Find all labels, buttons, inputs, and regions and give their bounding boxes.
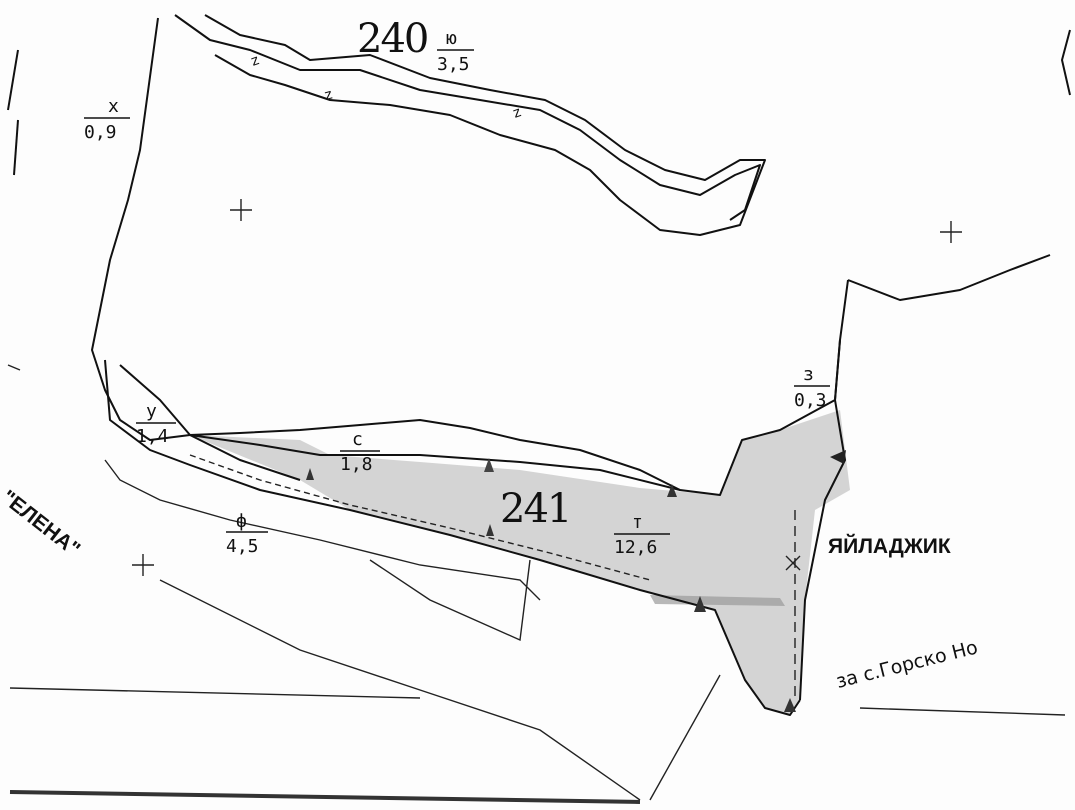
- stream-mark-2: z: [323, 87, 334, 104]
- road-label: за с.Горско Но: [834, 636, 980, 692]
- road-dashed-center: [189, 454, 651, 581]
- boundary-east: [799, 339, 846, 701]
- arrow-mark: [830, 450, 846, 464]
- tree-mark-4: [667, 484, 677, 497]
- subparcel-z-code: з: [803, 364, 814, 385]
- parcel-241-dark-streak: [650, 595, 785, 606]
- grid-cross-1: [230, 199, 252, 221]
- subparcel-t-code: т: [632, 512, 643, 533]
- parcel-241-shaded-area: [190, 410, 850, 715]
- line-southwest-c: [369, 559, 531, 642]
- tree-mark-1: [306, 468, 314, 480]
- tree-mark-6: [784, 698, 796, 712]
- road-south-edge: [104, 359, 801, 716]
- tree-mark-2: [484, 458, 494, 472]
- grid-cross-2: [940, 221, 962, 243]
- boundary-241-north: [189, 279, 849, 496]
- subparcel-u-code: у: [146, 401, 157, 422]
- edge-mark-topright: [1061, 29, 1071, 96]
- parcel-240-sub-code: ю: [446, 28, 457, 49]
- subparcel-c-area: 1,8: [340, 454, 373, 475]
- boundary-northeast: [847, 254, 1051, 301]
- stream-north-lower: [204, 14, 766, 236]
- subparcel-u-area: 1,4: [136, 426, 169, 447]
- boundary-west: [91, 17, 191, 441]
- line-southwest-b: [159, 579, 641, 801]
- line-horizontal-east: [859, 707, 1066, 716]
- parcel-241-number: 241: [500, 486, 570, 532]
- subparcel-z-area: 0,3: [794, 390, 827, 411]
- subparcel-x-code: х: [108, 96, 119, 117]
- stream-north-upper: [174, 14, 761, 221]
- grid-cross-3: [132, 554, 154, 576]
- tree-mark-3: [486, 524, 494, 536]
- line-south-diagonal: [649, 674, 721, 801]
- area-name-label: "ЕЛЕНА": [0, 486, 84, 561]
- edge-mark-1: [7, 49, 19, 111]
- line-southwest-a: [104, 459, 541, 601]
- edge-mark-3: [7, 364, 21, 371]
- tree-mark-5: [694, 596, 706, 612]
- subparcel-x-area: 0,9: [84, 122, 117, 143]
- subparcel-c-code: с: [352, 429, 363, 450]
- parcel-240-sub-area: 3,5: [437, 54, 470, 75]
- place-name-label: ЯЙЛАДЖИК: [828, 534, 951, 558]
- subparcel-f-code: ф: [236, 511, 247, 532]
- edge-mark-2: [13, 119, 19, 176]
- map-bottom-border: [9, 790, 641, 804]
- boundary-subparcel-u: [119, 364, 301, 481]
- subparcel-t-area: 12,6: [614, 537, 657, 558]
- boundary-subparcel-c: [189, 434, 681, 491]
- subparcel-f-area: 4,5: [226, 536, 259, 557]
- parcel-240-number: 240: [357, 16, 427, 62]
- line-horizontal-south: [9, 687, 421, 699]
- grid-cross-4: [785, 555, 801, 571]
